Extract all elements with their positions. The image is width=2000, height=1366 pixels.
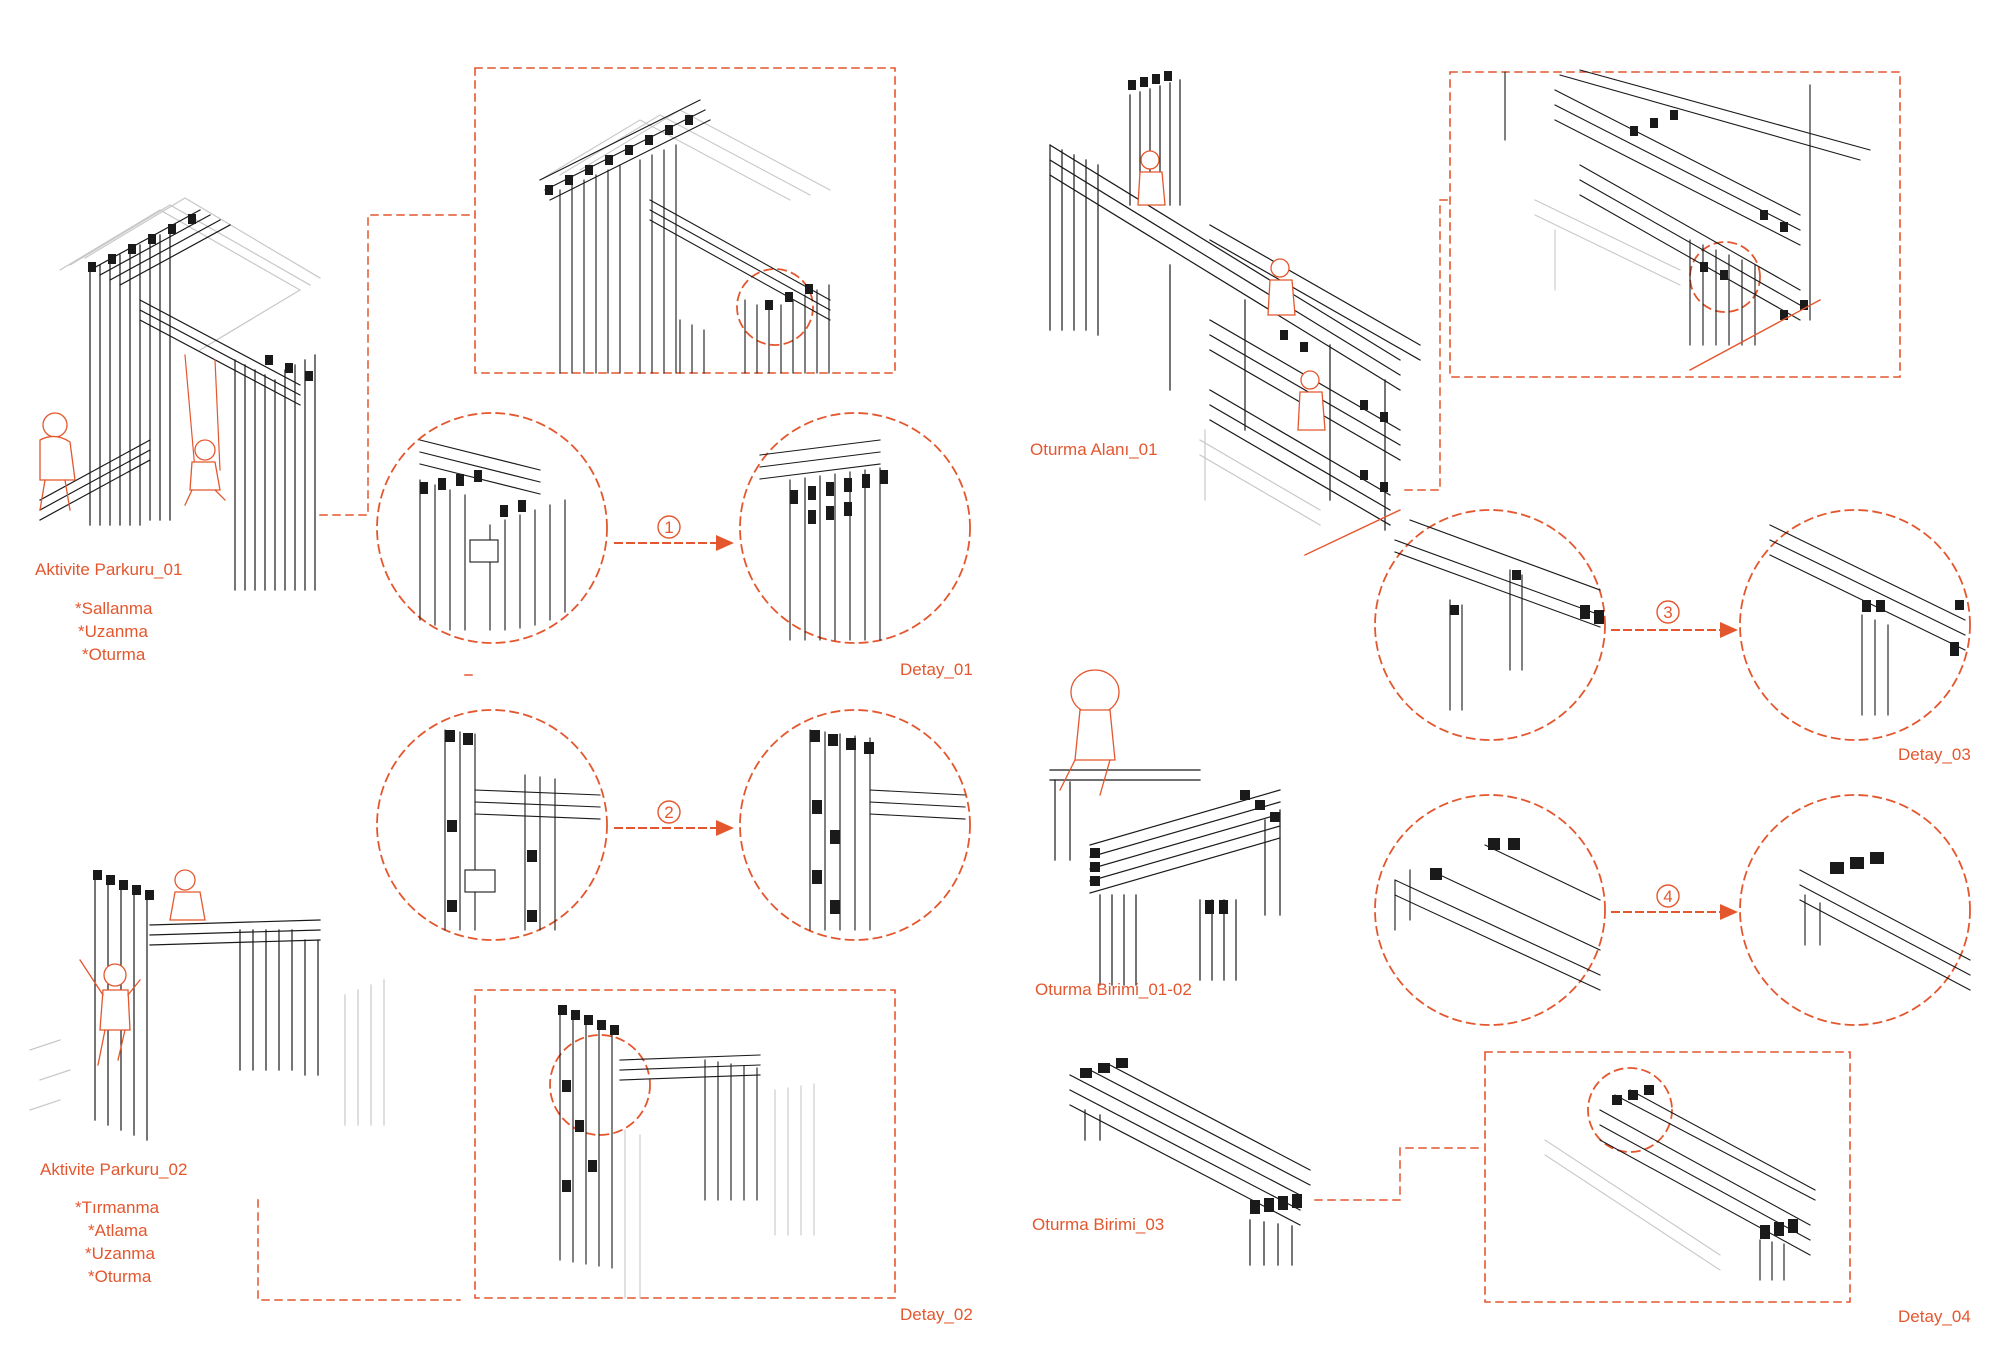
figure-child-left xyxy=(39,412,76,511)
detail-1a-content xyxy=(419,439,566,631)
detay-02-frame-content xyxy=(558,1005,815,1299)
detail-circle-2a xyxy=(376,709,608,941)
figure-child-top xyxy=(169,869,206,921)
detail-circle-4a xyxy=(1374,794,1606,1026)
step-number-2: 2 xyxy=(664,803,673,822)
activity-item: *Oturma xyxy=(88,1267,152,1286)
oturma-birimi-03-illustration xyxy=(1069,1058,1311,1266)
label-oturma-birimi-01-02: Oturma Birimi_01-02 xyxy=(1035,980,1192,999)
detay-03-frame-content xyxy=(1504,69,1871,371)
activity-item: *Atlama xyxy=(88,1221,148,1240)
oturma-birimi-01-02-illustration xyxy=(1049,769,1281,986)
detail-circle-3a xyxy=(1374,509,1606,741)
detay-01-frame-content xyxy=(539,99,831,374)
step-arrows xyxy=(614,542,1723,913)
figure-child-oturma-3 xyxy=(1297,370,1326,431)
step-number-1: 1 xyxy=(664,518,673,537)
label-aktivite-parkuru-02: Aktivite Parkuru_02 xyxy=(40,1160,187,1179)
label-aktivite-parkuru-01: Aktivite Parkuru_01 xyxy=(35,560,182,579)
detail-circle-1a xyxy=(376,412,608,644)
detail-circle-4b xyxy=(1739,794,1971,1026)
zoom-circle-03 xyxy=(1689,241,1761,313)
figure-child-swing xyxy=(184,439,226,506)
detail-circle-1b xyxy=(739,412,971,644)
figure-child-seated xyxy=(1059,669,1120,796)
detail-3b-content xyxy=(1769,524,1966,716)
step-number-4: 4 xyxy=(1663,887,1672,906)
leader-lines xyxy=(257,199,1481,1301)
step-arrowheads xyxy=(716,535,1738,920)
aktivite-parkuru-02-illustration xyxy=(29,870,385,1141)
detail-4b-content xyxy=(1799,852,1971,991)
detail-frames xyxy=(474,67,1901,1303)
detail-2a-content xyxy=(444,729,601,931)
label-oturma-birimi-03: Oturma Birimi_03 xyxy=(1032,1215,1164,1234)
detail-circle-2b xyxy=(739,709,971,941)
label-detay-02: Detay_02 xyxy=(900,1305,973,1324)
step-circles xyxy=(657,515,1680,908)
detail-4a-content xyxy=(1394,838,1601,991)
label-detay-03: Detay_03 xyxy=(1898,745,1971,764)
detail-frame-02 xyxy=(474,989,896,1299)
detail-2b-content xyxy=(809,729,966,931)
detail-frame-04 xyxy=(1484,1051,1851,1303)
activity-item: *Oturma xyxy=(82,645,146,664)
detail-frame-01 xyxy=(474,67,896,374)
detail-circle-3b xyxy=(1739,509,1971,741)
detail-frame-03 xyxy=(1449,71,1901,378)
detay-04-frame-content xyxy=(1544,1085,1816,1281)
oturma-alani-01-illustration xyxy=(1049,71,1421,556)
step-number-3: 3 xyxy=(1663,603,1672,622)
zoom-circle-02 xyxy=(549,1034,651,1136)
figure-child-oturma-1 xyxy=(1137,150,1166,206)
detail-circles xyxy=(376,241,1971,1153)
activity-item: *Tırmanma xyxy=(75,1198,160,1217)
label-oturma-alani-01: Oturma Alanı_01 xyxy=(1030,440,1158,459)
activity-item: *Uzanma xyxy=(85,1244,155,1263)
detail-3a-content xyxy=(1394,519,1604,711)
zoom-circle-01 xyxy=(736,268,814,346)
zoom-circle-04 xyxy=(1587,1067,1673,1153)
aktivite-parkuru-01-illustration xyxy=(39,197,321,591)
activity-item: *Sallanma xyxy=(75,599,153,618)
figure-child-oturma-2 xyxy=(1267,258,1296,316)
label-detay-04: Detay_04 xyxy=(1898,1307,1971,1326)
activity-item: *Uzanma xyxy=(78,622,148,641)
figure-child-climbing xyxy=(79,959,141,1066)
detail-1b-content xyxy=(759,439,888,641)
label-detay-01: Detay_01 xyxy=(900,660,973,679)
